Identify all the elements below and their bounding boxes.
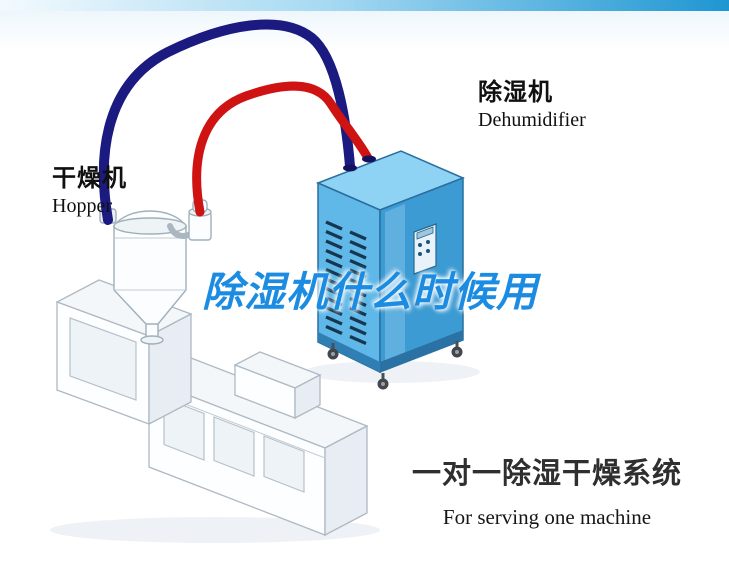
- extruder-tall-panel: [69, 317, 137, 401]
- system-caption: 一对一除湿干燥系统 For serving one machine: [402, 450, 692, 530]
- hopper-flange: [140, 335, 164, 345]
- caster-wheel: [327, 343, 339, 360]
- extruder-long-side: [324, 424, 368, 537]
- control-button: [426, 240, 430, 244]
- dehumidifier-label-en: Dehumidifier: [478, 109, 586, 132]
- dehumidifier-shadow: [304, 361, 480, 383]
- caption-en: For serving one machine: [442, 505, 652, 529]
- control-button: [418, 243, 422, 247]
- side-light-strip: [385, 204, 405, 369]
- dryer-label-group: 干燥机 Hopper: [52, 165, 127, 218]
- vent-grille-column-2: [349, 230, 367, 345]
- hose-stub-left: [343, 164, 357, 172]
- caster-wheel: [451, 341, 463, 358]
- extruder-door-2: [213, 416, 255, 477]
- caption-cn: 一对一除湿干燥系统: [411, 458, 682, 490]
- hose-stub-right: [362, 155, 376, 163]
- hopper: [99, 199, 212, 345]
- control-button: [426, 249, 430, 253]
- return-air-pipe-blue: [98, 19, 355, 225]
- extruder-machine: [55, 279, 369, 537]
- vent-grille-column-1: [325, 220, 343, 335]
- dryer-label-cn: 干燥机: [52, 165, 127, 192]
- watermark-title: 除湿机什么时候用: [202, 269, 538, 315]
- extruder-door-1: [163, 397, 205, 461]
- extruder-head-side: [294, 373, 321, 420]
- header-gradient-bar: [0, 0, 729, 11]
- extruder-door-3: [263, 435, 305, 493]
- base-band-front: [318, 332, 380, 372]
- dry-air-pipe-red: [192, 81, 373, 217]
- dehumidifier-machine: [316, 150, 465, 390]
- control-display: [416, 226, 434, 240]
- dehumidifier-label-group: 除湿机 Dehumidifier: [478, 79, 586, 132]
- control-button: [418, 252, 422, 256]
- dryer-label-en: Hopper: [52, 195, 112, 218]
- hopper-lid-rim: [113, 217, 187, 235]
- caster-wheel: [377, 373, 389, 390]
- dehumidifier-label-cn: 除湿机: [478, 79, 553, 106]
- base-band-side: [380, 330, 463, 372]
